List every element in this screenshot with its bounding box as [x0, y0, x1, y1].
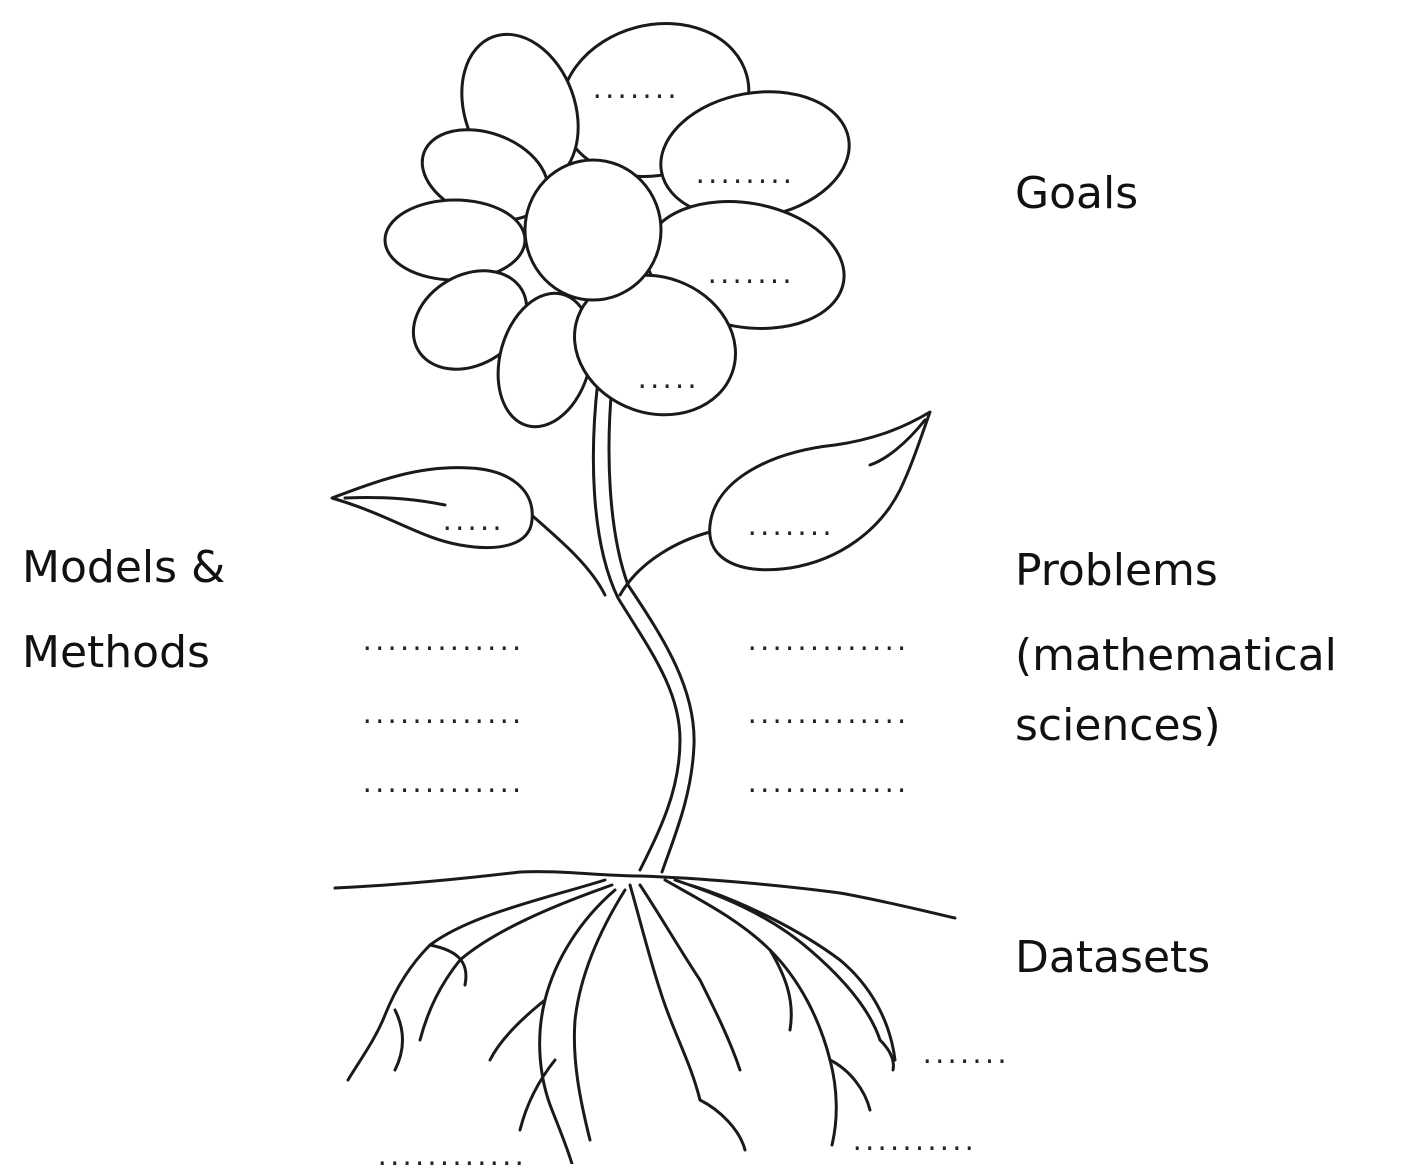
ground-line	[333, 870, 957, 920]
label-problems-line1: Problems	[1015, 545, 1218, 596]
blank-root-right[interactable]: .......	[920, 1041, 1009, 1069]
blank-petal-right-upper[interactable]: ........	[693, 161, 795, 189]
stem	[591, 378, 682, 872]
petal	[573, 273, 737, 417]
blank-petal-top[interactable]: .......	[590, 76, 679, 104]
stem-inner	[607, 383, 696, 874]
blank-stem-left-3[interactable]: .............	[360, 770, 524, 798]
blank-leaf-left[interactable]: .....	[440, 508, 504, 536]
label-problems-line3: sciences)	[1015, 700, 1221, 751]
left-leaf-branch	[526, 510, 607, 597]
blank-stem-right-1[interactable]: .............	[745, 628, 909, 656]
right-leaf-branch	[618, 530, 712, 597]
blank-petal-right-lower[interactable]: .......	[705, 261, 794, 289]
blank-stem-left-1[interactable]: .............	[360, 628, 524, 656]
petal	[411, 269, 529, 371]
roots	[346, 878, 897, 1164]
flower-center	[523, 158, 663, 302]
left-leaf	[330, 466, 534, 549]
blank-stem-right-2[interactable]: .............	[745, 701, 909, 729]
petal	[383, 198, 527, 282]
label-problems-line2: (mathematical	[1015, 630, 1337, 681]
blank-stem-right-3[interactable]: .............	[745, 770, 909, 798]
blank-leaf-right[interactable]: .......	[745, 513, 834, 541]
label-datasets: Datasets	[1015, 932, 1211, 983]
blank-root-bottom-left[interactable]: ............	[375, 1143, 526, 1171]
label-models-line2: Methods	[22, 627, 210, 678]
label-models-line1: Models &	[22, 542, 226, 593]
right-leaf	[708, 410, 932, 572]
blank-root-bottom-right[interactable]: ..........	[850, 1128, 976, 1156]
label-goals: Goals	[1015, 168, 1139, 219]
blank-petal-bottom[interactable]: .....	[635, 366, 699, 394]
blank-stem-left-2[interactable]: .............	[360, 701, 524, 729]
